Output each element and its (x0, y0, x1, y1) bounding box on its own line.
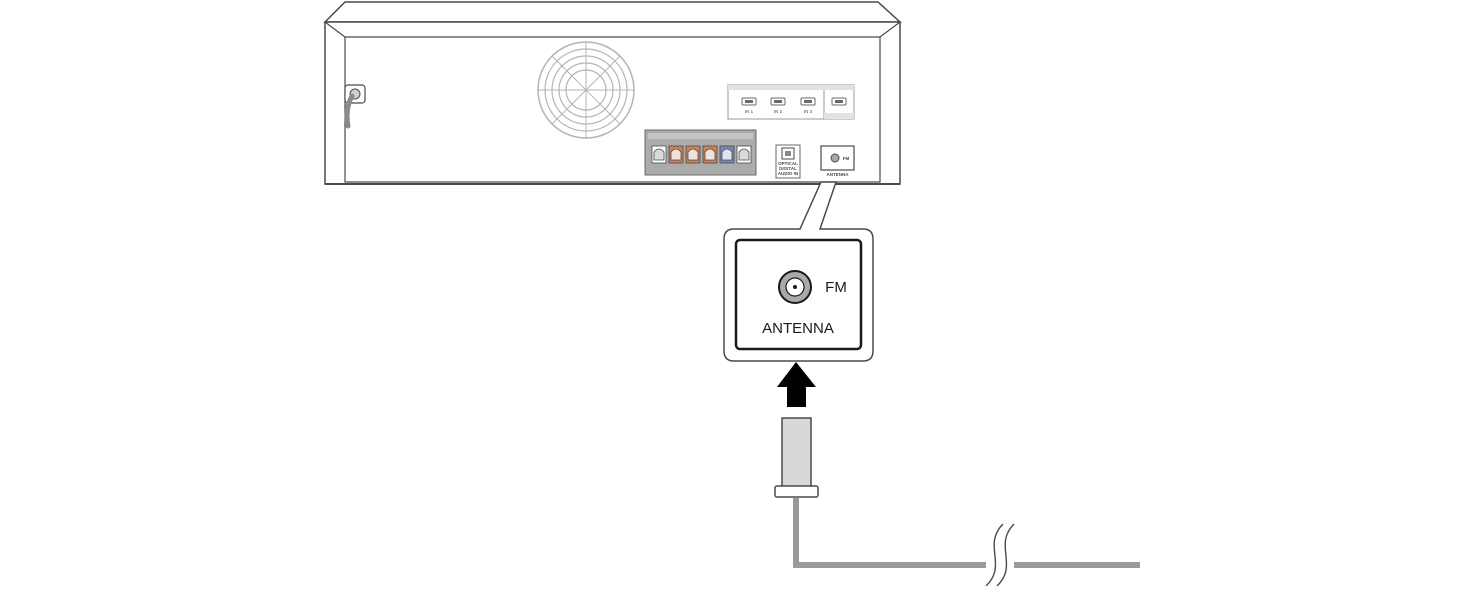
speaker-terminal-icon (702, 145, 718, 164)
cooling-fan-icon (537, 41, 635, 139)
power-cord-icon (344, 84, 366, 129)
hdmi-port-icon (770, 97, 786, 106)
cable-break-gap (986, 524, 1014, 586)
antenna-wire (793, 498, 1140, 568)
fm-antenna-cable (774, 417, 1140, 587)
speaker-terminal-icon (719, 145, 735, 164)
fm-antenna-jack-small: FM ANTENNA (820, 145, 855, 177)
receiver-top-edge (323, 1, 902, 23)
optical-label-line-1: OPTICAL (778, 161, 798, 166)
optical-label-line-2: DIGITAL (779, 166, 797, 171)
optical-audio-input: OPTICAL DIGITAL AUDIO IN (775, 144, 801, 179)
antenna-small-label: ANTENNA (827, 172, 850, 177)
antenna-plug-icon (774, 417, 819, 498)
speaker-terminal-icon (668, 145, 684, 164)
hdmi-port-icon (741, 97, 757, 106)
fm-small-label: FM (843, 156, 850, 161)
cable-break-mark-icon (985, 523, 1004, 587)
receiver-rear-panel: IN 1 IN 2 IN 3 (323, 1, 902, 185)
speaker-terminal-icon (736, 145, 752, 164)
hdmi-port-label-2: IN 2 (774, 109, 783, 114)
hdmi-out-port-icon (831, 97, 847, 106)
hdmi-input-group: IN 1 IN 2 IN 3 (727, 84, 855, 120)
hdmi-port-label-3: IN 3 (804, 109, 813, 114)
antenna-label: ANTENNA (762, 320, 834, 337)
speaker-terminal-icon (651, 145, 667, 164)
cable-break-mark-icon (996, 523, 1015, 587)
insert-arrow-icon (777, 362, 816, 407)
fm-label: FM (825, 279, 847, 296)
speaker-terminal-block (644, 129, 757, 176)
speaker-terminal-icon (685, 145, 701, 164)
optical-label-line-3: AUDIO IN (778, 171, 798, 176)
fm-antenna-callout: FM ANTENNA (723, 181, 874, 362)
hdmi-port-label-1: IN 1 (745, 109, 754, 114)
hdmi-port-icon (800, 97, 816, 106)
fm-antenna-jack-icon (778, 270, 812, 304)
